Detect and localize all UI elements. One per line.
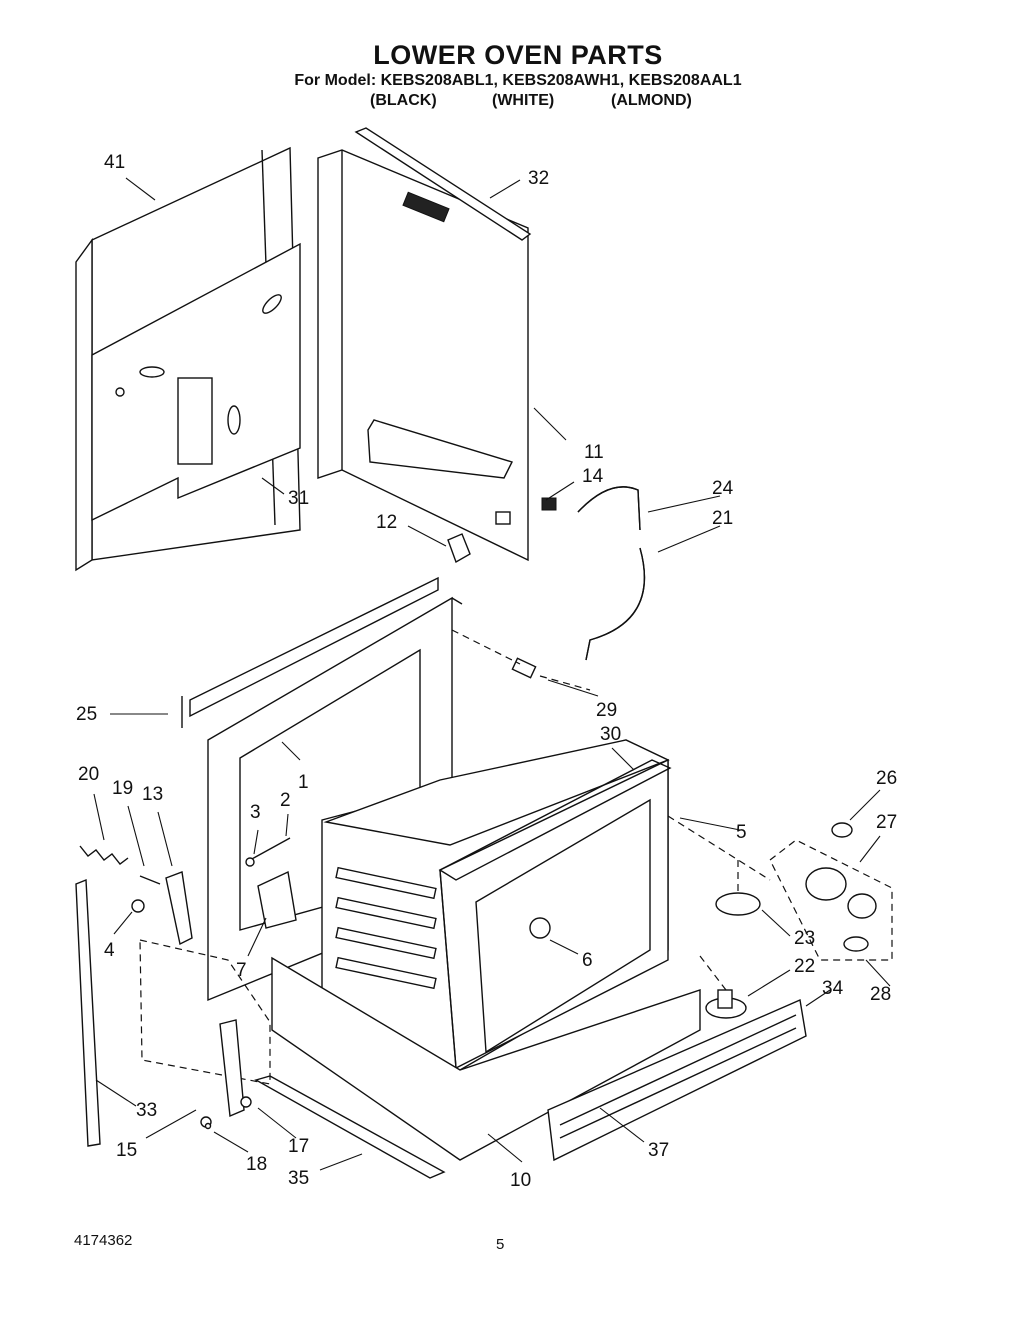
part-7-bracket [257,870,297,929]
part-27-socket [805,867,847,901]
part-10-bottom [271,956,701,1161]
callout-22: 22 [794,956,815,977]
part-34-vent-grille [547,998,807,1162]
leader-lines [93,177,891,1171]
variant-almond: (ALMOND) [611,92,692,109]
callout-18: 18 [246,1154,267,1175]
callout-27: 27 [876,812,897,833]
part-14-clip [541,497,557,511]
part-18-washer [204,1122,212,1130]
callout-6: 6 [582,950,593,971]
callout-35: 35 [288,1168,309,1189]
part-17-bolt [240,1096,252,1108]
callout-32: 32 [528,168,549,189]
callout-41: 41 [104,152,125,173]
callout-29: 29 [596,700,617,721]
part-33-side-trim [75,878,101,1147]
part-11-side-panel [317,149,529,562]
document-number: 4174362 [74,1232,133,1249]
callout-24: 24 [712,478,734,499]
hinge-lower [219,1019,245,1118]
callout-5: 5 [736,822,747,843]
part-26-gasket [831,822,853,838]
variant-white: (WHITE) [492,92,555,109]
model-line: For Model: KEBS208ABL1, KEBS208AWH1, KEB… [294,72,742,89]
callout-1: 1 [298,772,309,793]
callout-labels: 41 32 11 14 24 21 12 31 25 29 30 1 20 19… [76,152,897,1191]
hinge-group-outline [139,939,271,1085]
part-2-rod [249,837,291,861]
part-30-gasket [438,759,672,881]
callout-11: 11 [584,442,604,463]
callout-20: 20 [78,764,99,785]
callout-28: 28 [870,984,891,1005]
callout-19: 19 [112,778,133,799]
part-22-element [717,989,733,1009]
part-13-hinge [165,871,193,946]
part-32-top-rail [354,127,532,241]
part-4-nut [131,899,145,913]
part-21-tube [585,547,646,661]
part-19-pin [139,875,161,885]
part-12-bracket [447,533,471,564]
callout-2: 2 [280,790,291,811]
callout-30: 30 [600,724,621,745]
page-number: 5 [496,1236,505,1253]
callout-26: 26 [876,768,897,789]
part-23-plate [715,892,761,916]
callout-23: 23 [794,928,815,949]
callout-37: 37 [648,1140,669,1161]
oven-cavity [321,739,670,1071]
variant-black: (BLACK) [370,92,437,109]
callout-25: 25 [76,704,97,725]
part-35-bottom-rail [254,1075,446,1179]
callout-15: 15 [116,1140,137,1161]
callout-14: 14 [582,466,604,487]
page-title: LOWER OVEN PARTS [373,40,663,70]
callout-3: 3 [250,802,261,823]
callout-34: 34 [822,978,844,999]
callout-31: 31 [288,488,309,509]
part-28-bulb [843,936,869,952]
callout-21: 21 [712,508,733,529]
callout-13: 13 [142,784,163,805]
callout-17: 17 [288,1136,309,1157]
part-27-cover [847,893,877,919]
callout-4: 4 [104,940,115,961]
lamp-group-outline [769,839,893,961]
part-20-spring [79,845,129,865]
part-24-tube [577,486,641,531]
callout-12: 12 [376,512,397,533]
part-25-top-bar [189,576,439,718]
callout-7: 7 [236,960,247,981]
callout-10: 10 [510,1170,531,1191]
part-31-inner-shield [91,242,301,522]
part-3-screw [245,857,255,867]
part-29-sensor [511,657,537,679]
callout-33: 33 [136,1100,157,1121]
